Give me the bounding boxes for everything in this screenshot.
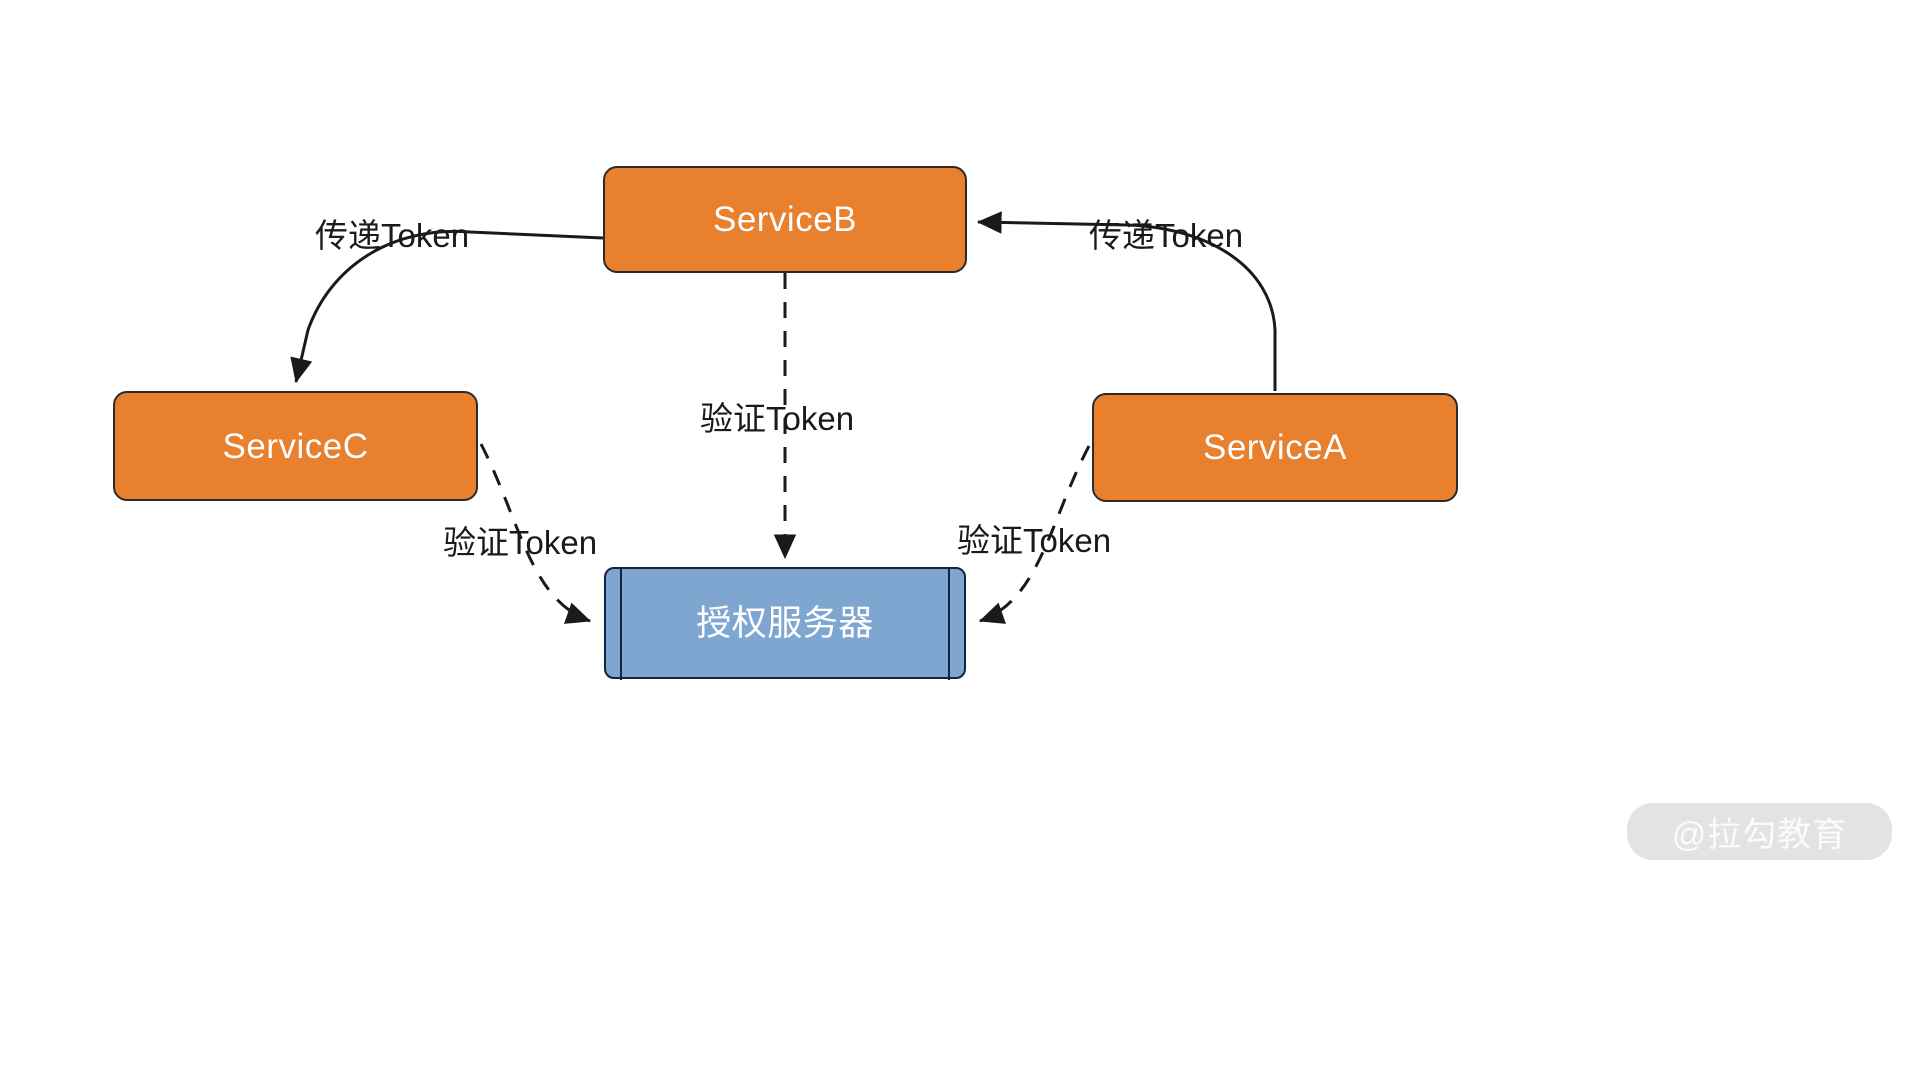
- node-service-c-label: ServiceC: [222, 426, 369, 466]
- node-service-b-label: ServiceB: [712, 200, 858, 239]
- node-service-b[interactable]: ServiceB: [603, 166, 967, 273]
- edge-label-pass-token-right: 传递Token: [1089, 217, 1244, 254]
- watermark: @拉勾教育: [1627, 803, 1892, 860]
- node-service-a[interactable]: ServiceA: [1092, 393, 1458, 502]
- node-service-a-label: ServiceA: [1202, 428, 1348, 467]
- edge-label-verify-token-center: 验证Token: [700, 400, 855, 437]
- edge-label-pass-token-left: 传递Token: [315, 217, 470, 254]
- node-auth-server[interactable]: 授权服务器: [604, 566, 966, 680]
- edge-service-b-to-service-c: [290, 229, 604, 384]
- node-service-c[interactable]: ServiceC: [113, 391, 478, 501]
- edge-label-verify-token-left: 验证Token: [443, 524, 598, 561]
- edge-label-verify-token-right: 验证Token: [957, 522, 1112, 559]
- node-auth-server-label: 授权服务器: [696, 603, 874, 643]
- watermark-text: @拉勾教育: [1671, 816, 1848, 854]
